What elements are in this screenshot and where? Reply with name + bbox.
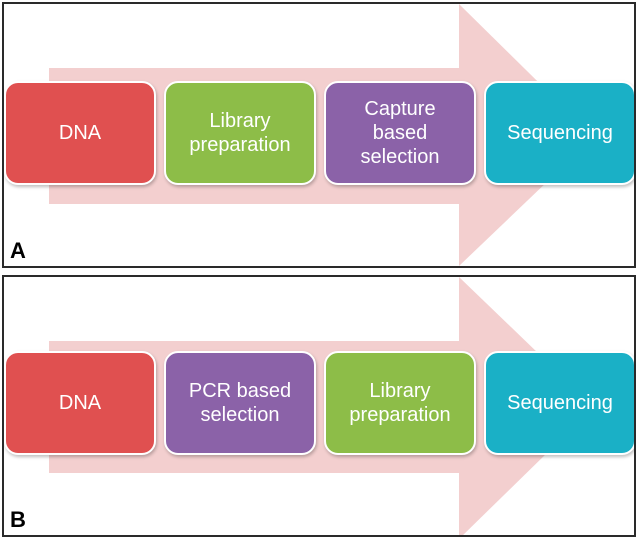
process-arrow [49, 4, 594, 266]
step-capture-based-selection: Capture based selection [324, 81, 476, 185]
step-sequencing: Sequencing [484, 81, 634, 185]
process-arrow [49, 277, 594, 535]
step-dna: DNA [4, 81, 156, 185]
panel-a: DNA Library preparation Capture based se… [2, 2, 636, 268]
arrow-shape [49, 4, 594, 266]
step-library-preparation: Library preparation [324, 351, 476, 455]
panel-label: B [10, 507, 26, 532]
panel-b: DNA PCR based selection Library preparat… [2, 275, 636, 537]
step-dna: DNA [4, 351, 156, 455]
arrow-shape [49, 277, 594, 535]
step-library-preparation: Library preparation [164, 81, 316, 185]
step-sequencing: Sequencing [484, 351, 634, 455]
panel-label: A [10, 238, 26, 263]
step-pcr-based-selection: PCR based selection [164, 351, 316, 455]
